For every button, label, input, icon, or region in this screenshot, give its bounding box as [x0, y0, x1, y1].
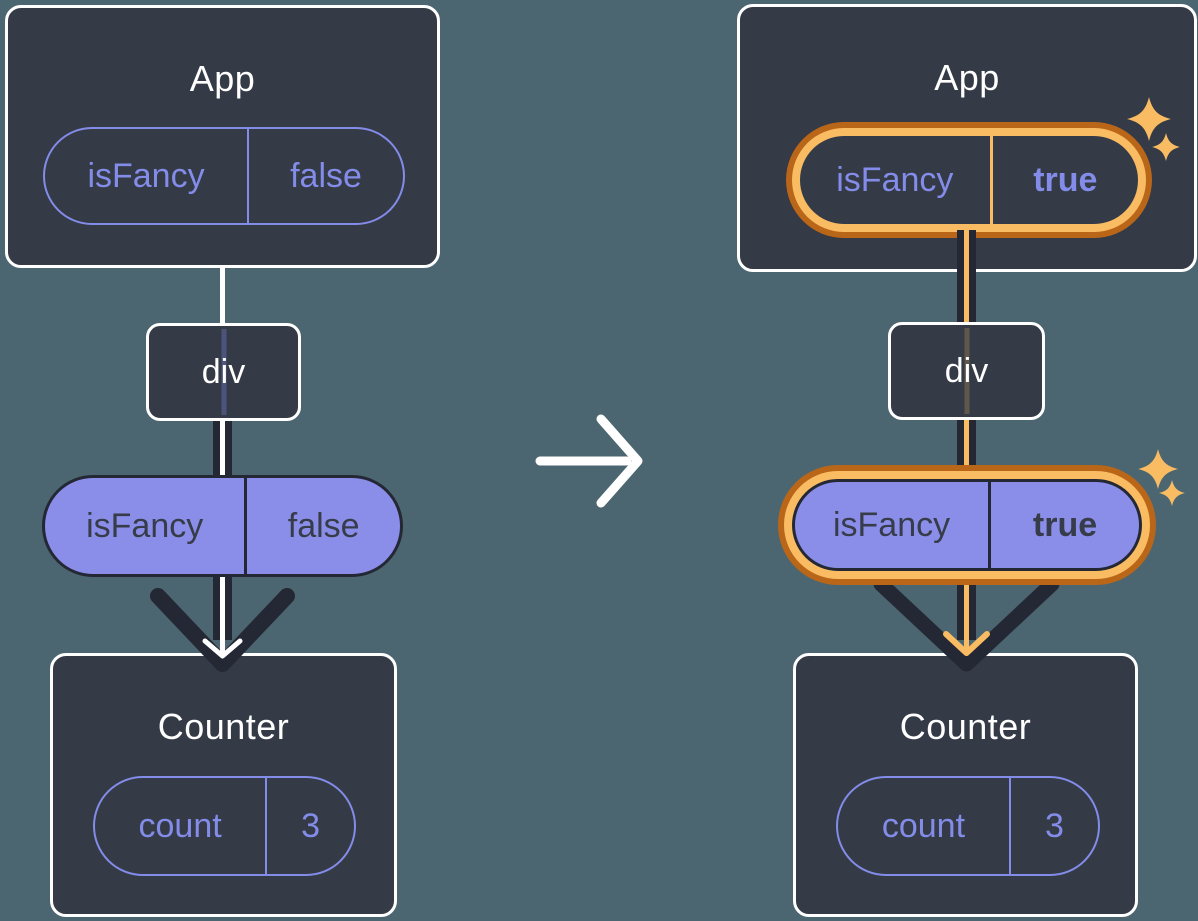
sparkle-icon — [1159, 480, 1185, 506]
app-card-before: App isFancy false — [5, 5, 440, 268]
state-value-label: 3 — [301, 806, 321, 845]
prop-value-label: false — [290, 156, 362, 195]
counter-card-before: Counter count 3 — [50, 653, 397, 917]
prop-value-label: false — [287, 506, 360, 545]
sparkle-icon — [1138, 449, 1178, 489]
sparkle-icon — [1127, 97, 1171, 141]
state-pill-count-before: count 3 — [93, 776, 356, 876]
prop-name-label: isFancy — [45, 129, 250, 223]
component-title: App — [189, 58, 256, 99]
prop-flow-arrow-after — [873, 227, 1060, 672]
highlight-ring-inner: isFancy true — [784, 471, 1150, 579]
transition-arrow-icon — [535, 414, 643, 508]
component-title: Counter — [899, 706, 1032, 747]
state-pill-count-after: count 3 — [836, 776, 1100, 876]
component-title: Counter — [157, 706, 290, 747]
div-node-after: div — [888, 322, 1045, 420]
prop-name-label: isFancy — [45, 478, 248, 574]
state-pill-isfancy-before: isFancy false — [43, 127, 405, 225]
prop-name-label: isFancy — [800, 136, 993, 224]
div-label: div — [944, 351, 989, 390]
prop-value-label: true — [1033, 160, 1098, 199]
highlight-ring: isFancy true — [778, 465, 1156, 585]
div-label: div — [201, 352, 246, 391]
div-node-before: div — [146, 323, 301, 421]
highlight-ring-inner: isFancy true — [792, 128, 1146, 232]
state-pill-isfancy-after: isFancy true — [800, 136, 1138, 224]
passed-prop-pill-before: isFancy false — [42, 475, 403, 577]
component-title: App — [934, 57, 1000, 98]
counter-card-after: Counter count 3 — [793, 653, 1138, 917]
app-card-after: App isFancy true — [737, 4, 1197, 272]
highlight-ring: isFancy true — [786, 122, 1152, 238]
state-name-label: count — [838, 778, 1011, 874]
state-name-label: count — [95, 778, 268, 874]
prop-value-label: true — [1032, 505, 1098, 544]
passed-prop-pill-after: isFancy true — [792, 479, 1142, 571]
edge-through-div — [221, 329, 226, 415]
prop-name-label: isFancy — [795, 482, 992, 568]
edge-through-div — [964, 328, 969, 414]
sparkle-icon — [1152, 133, 1180, 161]
state-value-label: 3 — [1044, 806, 1064, 845]
